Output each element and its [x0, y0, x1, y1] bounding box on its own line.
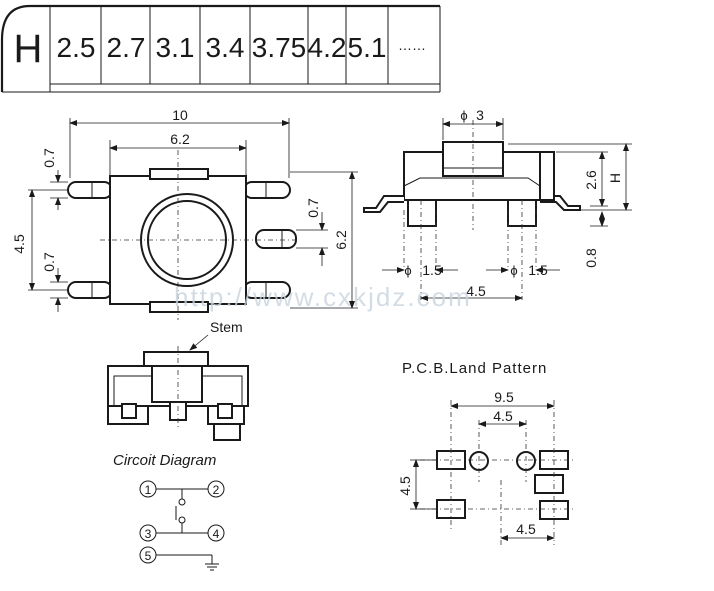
dim-body-height: 6.2 — [333, 230, 349, 250]
pin-left-top — [67, 181, 113, 199]
top-tab — [149, 168, 209, 180]
pcb-dim-inner: 4.5 — [493, 408, 513, 424]
height-value: 3.1 — [156, 32, 195, 63]
height-value: 2.5 — [57, 32, 96, 63]
height-value: 5.1 — [348, 32, 387, 63]
pcb-dim-bottom: 4.5 — [516, 521, 536, 537]
pcb-dim-outer: 9.5 — [494, 389, 514, 405]
pin-5-label: 5 — [145, 549, 152, 563]
phi-symbol: ϕ — [510, 263, 517, 278]
circuit-diagram: Circoit Diagram 1 2 3 4 5 — [113, 452, 225, 571]
top-view: 10 6.2 4.5 0.7 0.7 0.7 6.2 — [11, 107, 358, 320]
front-stem — [143, 351, 209, 367]
height-value: 3.4 — [206, 32, 245, 63]
bottom-tab — [149, 301, 209, 313]
pcb-pad — [534, 474, 564, 494]
dim-pin-gap-bottom: 0.7 — [41, 252, 57, 272]
dim-post-right: 1.5 — [528, 262, 548, 278]
dim-pin-pitch: 4.5 — [11, 234, 27, 254]
height-table: H 2.5 2.7 3.1 3.4 3.75 4.2 5.1 …… — [0, 4, 441, 93]
dim-body-width: 6.2 — [170, 131, 190, 147]
front-terminal-right — [217, 403, 233, 419]
height-table-header: H — [14, 27, 43, 71]
dim-mid-gap: 0.7 — [305, 198, 321, 218]
height-value: …… — [398, 37, 426, 53]
side-leg-left — [363, 195, 404, 213]
watermark: http://www.cxkjdz.com — [174, 282, 472, 312]
side-post-left — [407, 199, 437, 227]
dim-standoff: 0.8 — [583, 248, 599, 268]
pin-right-middle — [255, 229, 297, 249]
height-value: 2.7 — [107, 32, 146, 63]
height-value: 4.2 — [308, 32, 347, 63]
circuit-title: Circoit Diagram — [113, 452, 216, 469]
pcb-dim-vertical: 4.5 — [397, 476, 413, 496]
pin-4-label: 4 — [213, 527, 220, 541]
front-center-block — [151, 365, 203, 403]
front-terminal-left — [121, 403, 137, 419]
front-view: Stem — [107, 319, 249, 441]
dim-pin-gap-top: 0.7 — [41, 148, 57, 168]
height-value: 3.75 — [252, 32, 307, 63]
dim-stem-diameter: 3 — [476, 107, 484, 123]
pin-left-bottom — [67, 281, 113, 299]
side-view: ϕ 3 H 2.6 0.8 ϕ 1.5 ϕ 1.5 4.5 — [363, 107, 632, 301]
phi-symbol: ϕ — [404, 263, 411, 278]
pin-right-top — [243, 181, 291, 199]
pin-3-label: 3 — [145, 527, 152, 541]
pin-1-label: 1 — [145, 483, 152, 497]
dim-total-height: H — [607, 173, 623, 183]
dim-width: 10 — [172, 107, 188, 123]
pin-2-label: 2 — [213, 483, 220, 497]
stem-label: Stem — [210, 319, 243, 335]
ground-icon — [205, 563, 219, 571]
pcb-title: P.C.B.Land Pattern — [402, 360, 547, 377]
dim-post-pitch: 4.5 — [466, 283, 486, 299]
phi-symbol: ϕ — [460, 108, 467, 123]
pcb-land-pattern: P.C.B.Land Pattern 9.5 4.5 4.5 4.5 — [397, 360, 575, 545]
dim-post-left: 1.5 — [422, 262, 442, 278]
side-clip — [539, 151, 555, 201]
dim-body-height-side: 2.6 — [583, 170, 599, 190]
